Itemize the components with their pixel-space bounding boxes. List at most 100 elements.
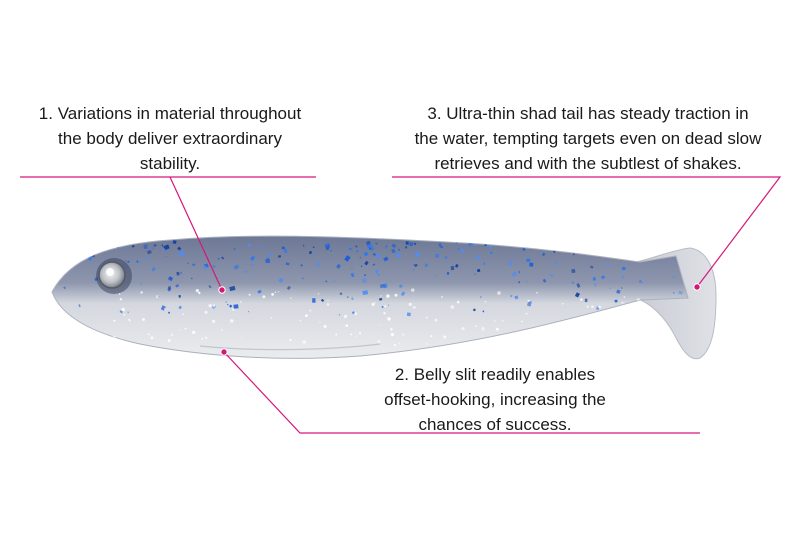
glitter-flake: [138, 261, 141, 264]
glitter-flake: [267, 253, 273, 258]
glitter-flake: [221, 256, 225, 260]
glitter-flake: [212, 264, 216, 269]
glitter-flake: [108, 243, 110, 246]
glitter-flake: [325, 247, 330, 251]
glitter-flake: [584, 298, 588, 303]
leader-line-3: [392, 176, 782, 288]
glitter-flake: [526, 258, 531, 262]
glitter-flake: [265, 259, 270, 263]
glitter-flake: [526, 300, 532, 307]
glitter-flake: [320, 298, 325, 303]
silver-sparkle: [623, 296, 626, 298]
glitter-flake: [131, 244, 135, 248]
silver-sparkle: [536, 328, 538, 331]
glitter-flake: [376, 253, 381, 259]
glitter-flake: [606, 263, 610, 267]
glitter-flake: [125, 260, 127, 262]
glitter-flake: [486, 241, 491, 245]
silver-sparkle: [262, 295, 266, 299]
glitter-flake: [87, 255, 93, 262]
glitter-flake: [454, 263, 459, 268]
glitter-flake: [455, 242, 458, 245]
glitter-flake: [257, 258, 259, 260]
glitter-flake: [247, 311, 250, 313]
silver-sparkle: [383, 312, 386, 315]
silver-sparkle: [461, 327, 465, 331]
glitter-flake: [316, 262, 321, 267]
glitter-flake: [600, 275, 606, 280]
silver-sparkle: [441, 296, 443, 298]
glitter-flake: [376, 273, 380, 277]
glitter-flake: [176, 271, 180, 276]
glitter-flake: [593, 283, 597, 287]
silver-sparkle: [475, 325, 477, 328]
glitter-flake: [364, 260, 369, 266]
silver-sparkle: [201, 338, 204, 340]
silver-sparkle: [220, 328, 223, 331]
leader-line-2: [223, 351, 700, 434]
glitter-flake: [554, 261, 558, 265]
glitter-flake: [398, 284, 403, 289]
glitter-flake: [622, 266, 626, 271]
glitter-flake: [336, 263, 342, 269]
silver-sparkle: [128, 318, 131, 321]
leader-line-2-dot: [220, 348, 228, 356]
glitter-flake: [372, 252, 377, 256]
glitter-flake: [350, 272, 355, 278]
glitter-flake: [127, 260, 130, 264]
silver-sparkle: [481, 340, 486, 345]
silver-sparkle: [580, 298, 583, 301]
glitter-flake: [472, 308, 476, 312]
silver-sparkle: [178, 328, 181, 331]
glitter-flake: [614, 299, 618, 303]
silver-sparkle: [192, 330, 196, 334]
glitter-flake: [474, 244, 477, 246]
glitter-flake: [167, 311, 171, 314]
glitter-flake: [366, 243, 373, 249]
glitter-flake: [646, 242, 649, 246]
glitter-flake: [191, 277, 193, 280]
glitter-flake: [381, 305, 384, 309]
glitter-flake: [78, 304, 81, 308]
glitter-flake: [62, 268, 65, 272]
silver-sparkle: [425, 343, 428, 345]
glitter-flake: [325, 243, 329, 247]
silver-sparkle: [497, 291, 501, 295]
glitter-flake: [370, 246, 375, 252]
glitter-flake: [233, 304, 239, 309]
silver-sparkle: [319, 321, 321, 323]
silver-sparkle: [594, 317, 597, 320]
glitter-flake: [167, 286, 172, 290]
silver-sparkle: [619, 316, 622, 319]
silver-sparkle: [411, 288, 415, 292]
glitter-flake: [281, 246, 285, 250]
glitter-flake: [514, 295, 519, 300]
glitter-flake: [303, 244, 305, 247]
silver-sparkle: [302, 340, 307, 344]
silver-sparkle: [472, 343, 475, 346]
glitter-flake: [63, 286, 67, 290]
glitter-flake: [235, 251, 238, 254]
glitter-flake: [522, 247, 526, 252]
silver-sparkle: [495, 327, 499, 331]
silver-sparkle: [129, 320, 131, 322]
leader-line-1-dot: [218, 286, 226, 294]
silver-sparkle: [377, 340, 381, 343]
silver-sparkle: [501, 320, 504, 322]
silver-sparkle: [155, 295, 159, 299]
glitter-flake: [651, 240, 656, 244]
glitter-flake: [518, 281, 520, 284]
silver-sparkle: [345, 324, 349, 328]
glitter-flake: [73, 252, 78, 256]
silver-sparkle: [167, 339, 171, 342]
glitter-flake: [549, 274, 554, 277]
glitter-flake: [372, 263, 376, 266]
glitter-flake: [616, 289, 621, 294]
silver-sparkle: [481, 340, 483, 343]
glitter-flake: [548, 243, 551, 246]
glitter-flake: [267, 257, 269, 260]
glitter-flake: [180, 272, 183, 274]
silver-sparkle: [425, 316, 428, 319]
glitter-flake: [565, 245, 570, 249]
glitter-flake: [640, 281, 644, 284]
